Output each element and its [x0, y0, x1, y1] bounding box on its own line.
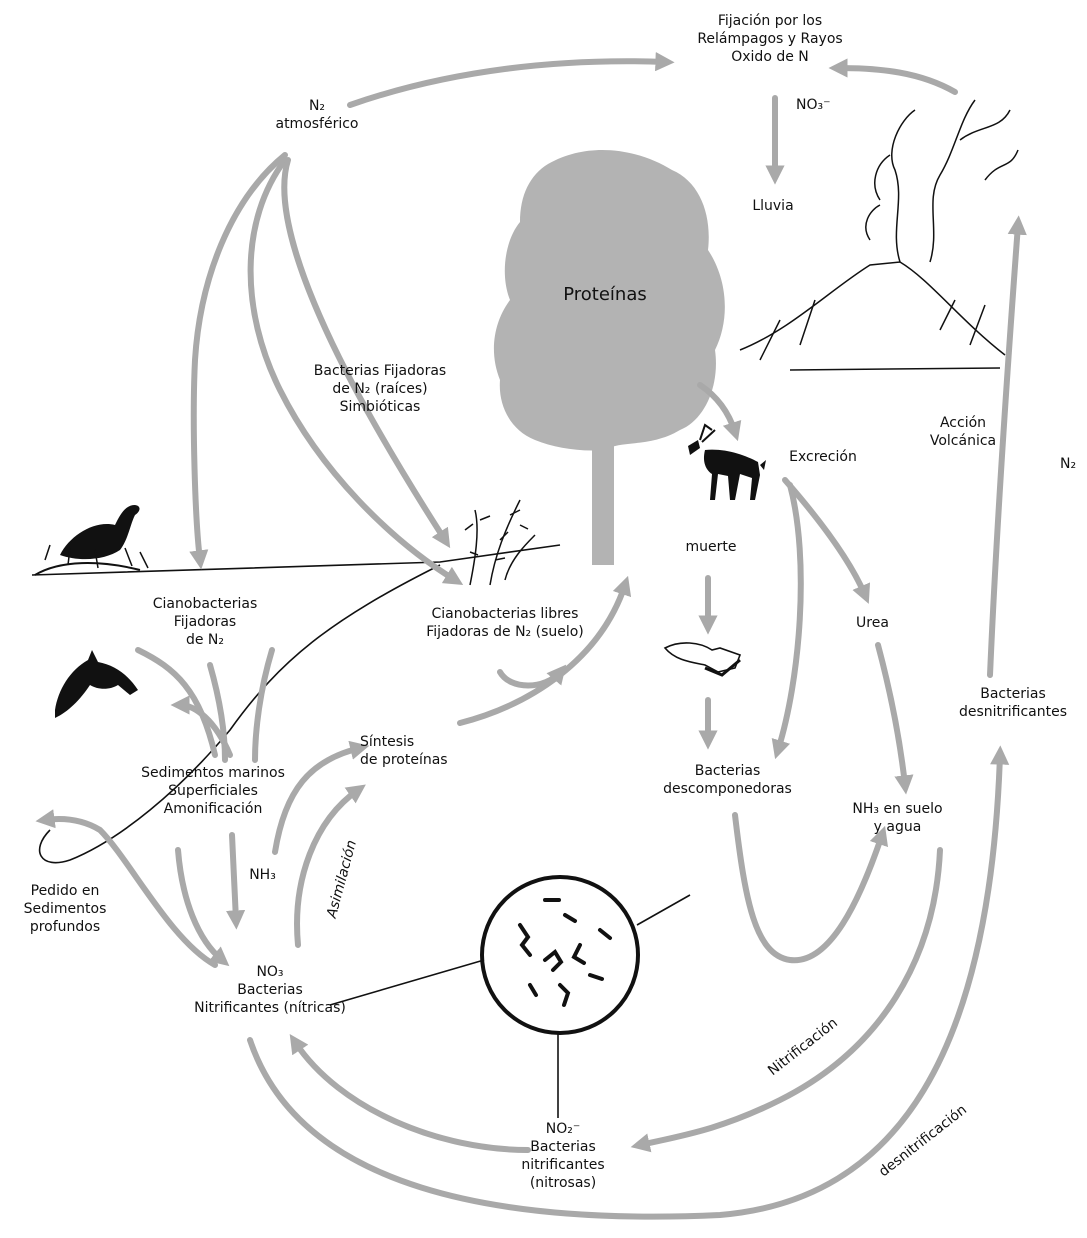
arrow-nitrite-to-nitrate — [289, 1033, 531, 1153]
label-line: Oxido de N — [731, 49, 809, 65]
label-line: NO₂⁻ — [545, 1121, 581, 1137]
arrow-assimilation — [294, 784, 366, 948]
label-line: y agua — [873, 819, 922, 835]
arrow-n2-to-symbiotic — [281, 157, 451, 549]
label-nitrate-bacteria: NO₃ Bacterias Nitrificantes (nítricas) — [175, 963, 365, 1017]
label-cyanobacteria-water: Cianobacterias Fijadoras de N₂ — [140, 595, 270, 649]
arrow-nh3-to-nitrite — [630, 847, 943, 1153]
label-line: Acción — [939, 415, 987, 431]
arrow-cyano-down-2 — [252, 647, 275, 763]
tree-icon — [493, 149, 725, 565]
label-line: Superficiales — [168, 783, 258, 799]
label-denitrifying-bacteria: Bacterias desnitrificantes — [948, 685, 1078, 721]
label-line: Volcánica — [929, 433, 997, 449]
label-nh3-soil-water: NH₃ en suelo y agua — [840, 800, 955, 836]
arrow-sediment-to-nh3 — [225, 832, 246, 930]
label-n2-right: N₂ — [1060, 456, 1077, 472]
label-line: Bacterias — [237, 982, 303, 998]
label-line: Bacterias — [694, 763, 761, 779]
label-line: nitrificantes — [521, 1157, 605, 1173]
label-line: profundos — [29, 919, 101, 935]
label-line: NH₃ en suelo — [852, 801, 943, 817]
connector-line — [329, 959, 485, 1006]
label-line: Cianobacterias — [152, 596, 258, 612]
arrow-excretion-to-urea — [782, 477, 871, 604]
label-line: Bacterias Fijadoras — [313, 363, 447, 379]
label-line: N₂ — [308, 98, 326, 114]
dolphin-icon — [55, 650, 138, 718]
label-line: Sedimentos marinos — [141, 765, 285, 781]
arrow-n2-to-lightning — [347, 52, 675, 108]
label-symbiotic-bacteria: Bacterias Fijadoras de N₂ (raíces) Simbi… — [295, 362, 465, 416]
volcano-icon — [739, 99, 1019, 371]
label-lightning-fixation: Fijación por los Relámpagos y Rayos Oxid… — [670, 12, 870, 66]
label-excretion: Excreción — [789, 449, 857, 465]
arrow-cyano-down-3 — [207, 662, 228, 763]
label-death: muerte — [685, 539, 737, 555]
label-deep-sediments: Pedido en Sedimentos profundos — [10, 882, 120, 936]
label-line: Bacterias — [980, 686, 1046, 702]
label-line: Cianobacterias libres — [431, 606, 579, 622]
arrow-nh3-to-synthesis — [272, 740, 370, 855]
bird-icon — [34, 505, 149, 576]
arrow-excretion-to-decomposers — [771, 482, 804, 760]
label-line: Relámpagos y Rayos — [697, 31, 843, 47]
label-protein-synthesis: Síntesis de proteínas — [360, 733, 490, 769]
label-line: Fijación por los — [717, 13, 823, 29]
deer-icon — [688, 423, 766, 500]
arrow-cyano-down-1 — [135, 647, 218, 758]
label-line: Sedimentos — [23, 901, 107, 917]
label-no3-rain: NO₃⁻ — [796, 97, 831, 113]
label-line: Nitrificantes (nítricas) — [194, 1000, 346, 1016]
arrow-denitrifiers-to-volcano — [987, 215, 1027, 678]
shoreline — [31, 544, 561, 576]
label-line: Síntesis — [360, 734, 415, 750]
plant-icon — [464, 499, 536, 586]
water-line — [38, 564, 441, 864]
label-line: atmosférico — [275, 116, 359, 132]
arrow-cyano-free-loop — [497, 664, 567, 689]
label-line: (nitrosas) — [529, 1175, 597, 1191]
arrow-n2-to-cyano-water — [189, 152, 288, 570]
label-line: de proteínas — [360, 752, 448, 768]
arrow-to-deep-sediments — [35, 809, 218, 968]
label-line: Fijadoras — [173, 614, 237, 630]
arrow-nitrate-to-denitrifiers — [247, 745, 1010, 1220]
label-line: NO₃ — [256, 964, 284, 980]
flow-arrows — [35, 52, 1027, 1220]
label-line: Pedido en — [30, 883, 100, 899]
arrow-tree-to-deer — [697, 382, 742, 442]
label-line: Fijadoras de N₂ (suelo) — [426, 624, 584, 640]
label-proteins: Proteínas — [563, 284, 647, 305]
label-nh3: NH₃ — [249, 867, 276, 883]
label-volcanic-action: Acción Volcánica — [918, 414, 1008, 450]
label-line: desnitrificantes — [958, 704, 1068, 720]
label-line: Bacterias — [530, 1139, 596, 1155]
arrow-decomposers-to-nh3 — [732, 812, 889, 964]
label-rain: Lluvia — [752, 198, 794, 214]
label-line: descomponedoras — [663, 781, 792, 797]
label-line: de N₂ — [185, 632, 225, 648]
carcass-icon — [663, 642, 742, 677]
label-marine-sediments: Sedimentos marinos Superficiales Amonifi… — [118, 764, 308, 818]
label-nitrite-bacteria: NO₂⁻ Bacterias nitrificantes (nitrosas) — [508, 1120, 618, 1192]
connector-line — [636, 894, 691, 926]
microscope-icon — [480, 875, 640, 1035]
label-line: de N₂ (raíces) — [332, 381, 428, 397]
label-decomposer-bacteria: Bacterias descomponedoras — [655, 762, 800, 798]
label-urea: Urea — [856, 615, 889, 631]
label-line: Simbióticas — [339, 399, 421, 415]
label-line: Amonificación — [163, 801, 263, 817]
arrow-urea-to-nh3 — [875, 642, 914, 795]
arrow-sediment-to-nitrate — [175, 847, 230, 967]
label-atmospheric-n2: N₂ atmosférico — [262, 97, 372, 133]
arrow-volcano-to-lightning — [828, 58, 958, 95]
arrow-n2-to-cyano-free — [247, 157, 464, 586]
label-free-cyanobacteria: Cianobacterias libres Fijadoras de N₂ (s… — [405, 605, 605, 641]
